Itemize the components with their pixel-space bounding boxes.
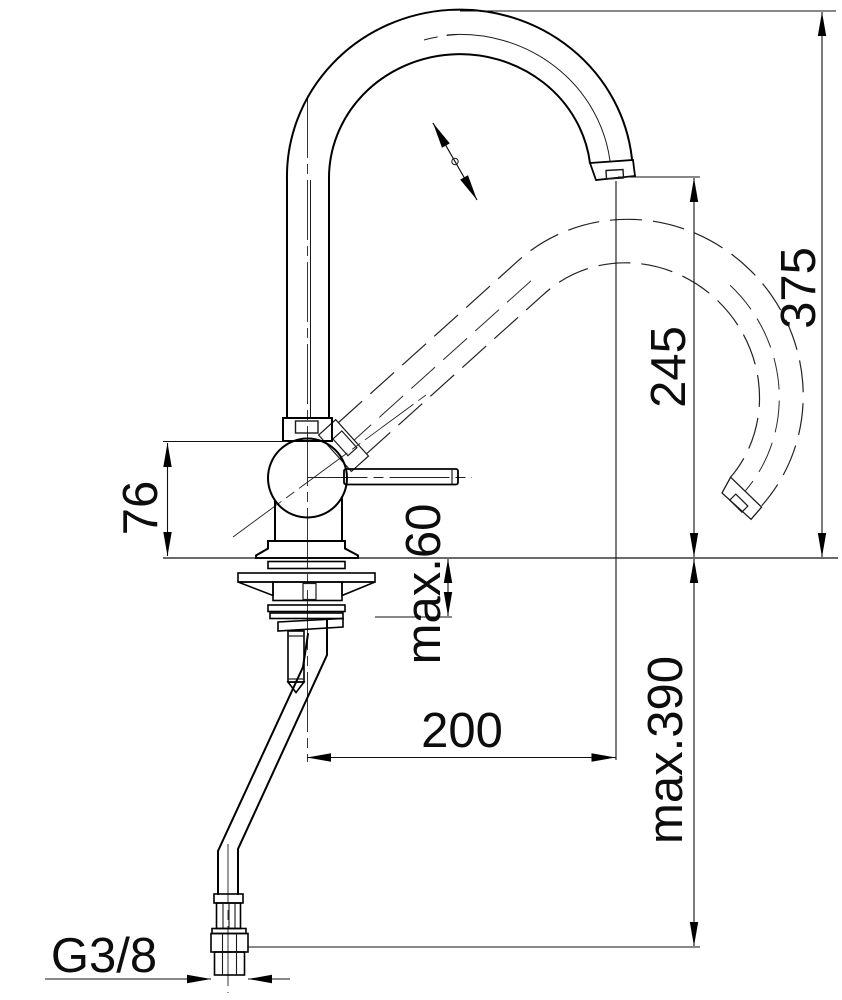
- swivel-spout-outer-edge: [337, 218, 804, 507]
- reference-lines: [163, 10, 838, 948]
- dim-g38-arrow-right: [187, 974, 211, 984]
- dim-245-label: 245: [642, 326, 696, 408]
- dim-245-arrow-down: [689, 533, 699, 557]
- dim-g38-label: G3/8: [51, 929, 157, 983]
- dim-76-arrow-up: [163, 443, 172, 467]
- clamp-washer-2: [267, 604, 346, 613]
- clamp-washer-3: [269, 612, 344, 620]
- dim-max390-arrow-down: [689, 922, 699, 946]
- dim-375-arrow-up: [817, 12, 827, 36]
- swivel-arrowhead-down: [460, 175, 477, 200]
- swivel-axis-centerline: [232, 394, 427, 538]
- hose-edge-right: [237, 619, 328, 895]
- dim-245-arrow-up: [689, 178, 699, 202]
- clamp-plate: [237, 572, 376, 583]
- dim-200-label: 200: [421, 704, 503, 758]
- faucet-body: [255, 417, 459, 559]
- swivel-riser-inner-line: [353, 280, 532, 441]
- hose-edge-left: [217, 633, 309, 895]
- spout-inner-edge: [327, 53, 591, 419]
- swivel-range-dashed: [317, 218, 804, 521]
- clamp-washer-1: [267, 560, 346, 570]
- dim-max390: max.390: [639, 559, 699, 946]
- swivel-arrow-pivot: [451, 157, 459, 166]
- dim-g38-arrow-left: [248, 974, 272, 984]
- spout-collar: [282, 417, 333, 442]
- mounting-stud: [287, 630, 305, 683]
- swivel-spout-inner-edge: [366, 262, 761, 478]
- dim-max390-arrow-up: [689, 559, 699, 583]
- dim-76-label: 76: [114, 481, 168, 536]
- clamp-nut: [277, 617, 344, 632]
- dim-g38: G3/8: [45, 929, 290, 984]
- supply-hose: [217, 619, 328, 895]
- clamp-block: [272, 581, 343, 602]
- swivel-arrow: [432, 122, 478, 201]
- spout-collar-notch: [294, 420, 319, 434]
- spout: [285, 8, 637, 419]
- dim-max60: max.60: [397, 504, 453, 665]
- ball-joint: [267, 437, 348, 519]
- swivel-arrowhead-up: [433, 123, 450, 148]
- dim-max60-label: max.60: [397, 504, 451, 665]
- dim-76-arrow-down: [163, 532, 172, 556]
- dim-200-arrow-right: [591, 753, 616, 762]
- dim-200: 200: [307, 704, 616, 762]
- connector-nut-lower: [213, 951, 246, 976]
- dim-76: 76: [114, 443, 172, 556]
- spout-mid-line: [446, 33, 611, 162]
- lever-handle: [343, 468, 459, 486]
- clamp-wedge-left: [237, 581, 274, 597]
- swivel-spout-mid-line: [729, 284, 780, 492]
- dim-375: 375: [772, 12, 827, 557]
- dim-245: 245: [642, 178, 699, 557]
- dim-375-arrow-down: [817, 533, 827, 557]
- clamp-block-notch: [302, 582, 317, 601]
- connector-nut-facets-upper: [221, 933, 238, 952]
- under-deck-clamp: [237, 560, 376, 694]
- hose-connector: [210, 893, 249, 976]
- connector-ridge-lines: [222, 903, 236, 929]
- mounting-flange: [255, 540, 359, 559]
- spout-tip-band: [588, 159, 637, 181]
- spout-highlight-dash: [423, 34, 459, 41]
- dim-max60-arrow-down: [443, 592, 453, 616]
- swivel-collar: [317, 418, 370, 473]
- spout-outer-edge: [285, 8, 633, 419]
- connector-nut-upper: [210, 932, 249, 953]
- aerator: [605, 168, 625, 180]
- swivel-spout-tip-band: [721, 476, 763, 521]
- swivel-aerator: [728, 493, 749, 513]
- connector-nut-facets-lower: [221, 952, 238, 975]
- dim-375-label: 375: [772, 247, 826, 329]
- dim-200-arrow-left: [307, 753, 331, 762]
- centerlines: [227, 98, 472, 993]
- connector-collar: [213, 893, 244, 904]
- swivel-collar-notch: [332, 430, 358, 457]
- dim-max60-arrow-up: [443, 559, 453, 583]
- dim-max390-label: max.390: [639, 656, 693, 844]
- clamp-wedge-right: [341, 581, 376, 597]
